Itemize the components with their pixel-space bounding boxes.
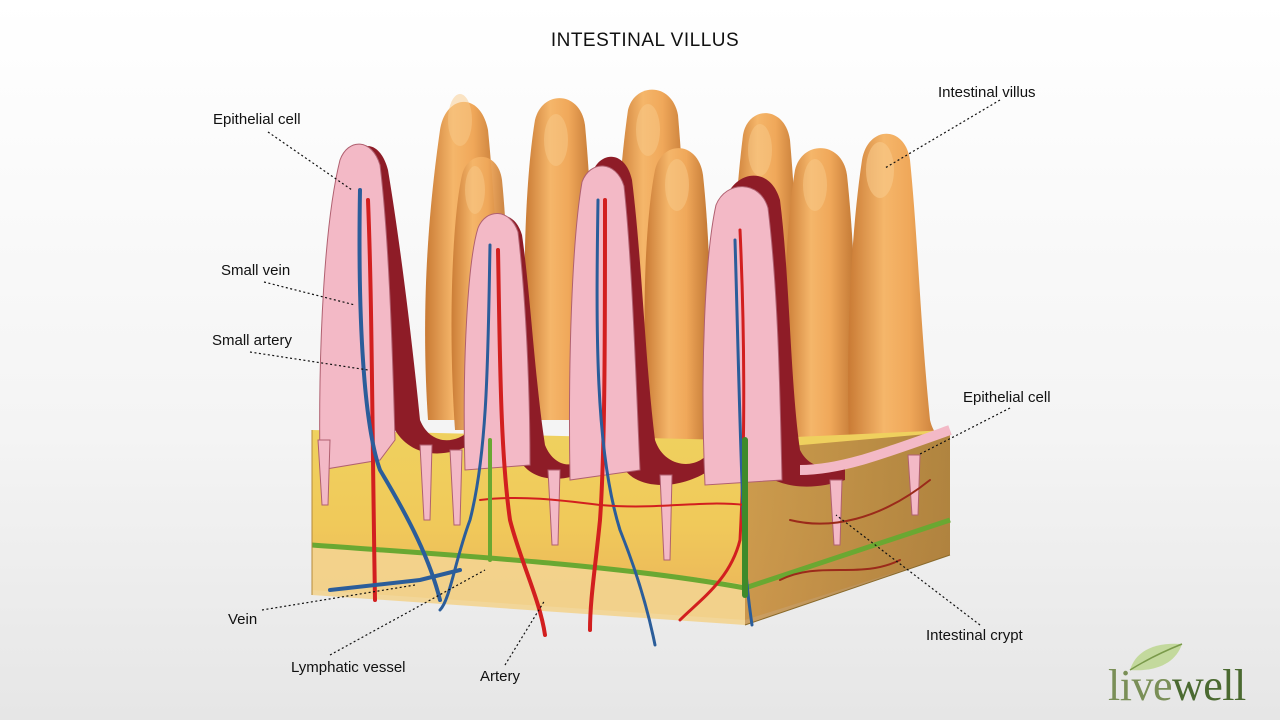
blood-vessels bbox=[328, 188, 931, 647]
logo-text-well: well bbox=[1171, 661, 1246, 710]
label-intestinal-villus: Intestinal villus bbox=[938, 84, 1036, 101]
livewell-logo: livewell bbox=[1108, 640, 1258, 710]
label-epithelial-cell-right: Epithelial cell bbox=[963, 389, 1051, 406]
diagram-title: INTESTINAL VILLUS bbox=[550, 30, 740, 51]
label-intestinal-crypt: Intestinal crypt bbox=[926, 627, 1023, 644]
label-small-vein: Small vein bbox=[221, 262, 291, 279]
label-epithelial-cell-left: Epithelial cell bbox=[213, 111, 301, 128]
leader-lines bbox=[249, 99, 1011, 666]
label-artery: Artery bbox=[480, 668, 521, 685]
label-small-artery: Small artery bbox=[212, 332, 293, 349]
leaf-icon bbox=[1129, 643, 1183, 671]
label-lymphatic-vessel: Lymphatic vessel bbox=[291, 659, 406, 676]
background-villi bbox=[425, 89, 950, 470]
label-vein: Vein bbox=[228, 611, 258, 628]
logo-text-live: live bbox=[1108, 661, 1172, 710]
